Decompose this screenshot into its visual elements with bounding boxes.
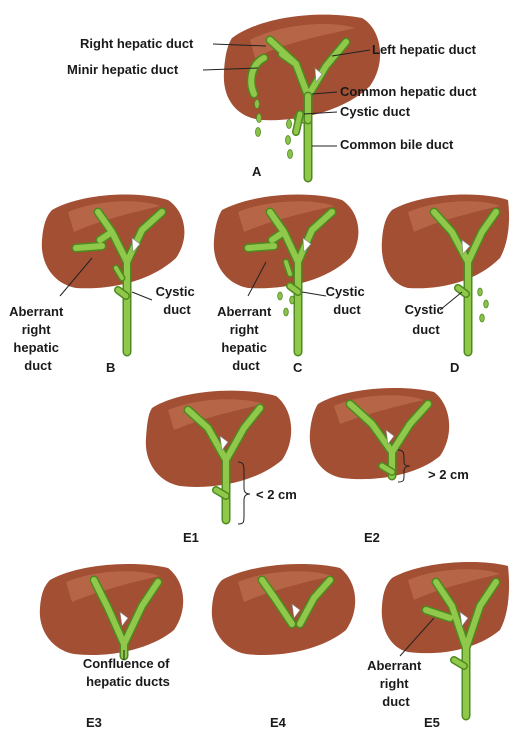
leader [302, 292, 326, 296]
panel-label-b: B [106, 360, 115, 375]
panel-e3: Confluence of hepatic ducts E3 [40, 564, 183, 730]
panel-a: Right hepatic duct Minir hepatic duct Le… [67, 15, 477, 179]
label-confluence-of-hepatic-ducts: Confluence of hepatic ducts [83, 656, 173, 689]
panel-label-e3: E3 [86, 715, 102, 730]
label-minir-hepatic-duct: Minir hepatic duct [67, 62, 179, 77]
panel-label-a: A [252, 164, 262, 179]
label-cystic-duct: Cystic duct [156, 284, 199, 317]
panel-label-d: D [450, 360, 459, 375]
panel-label-e2: E2 [364, 530, 380, 545]
panel-c: Aberrant right hepatic duct Cystic duct … [214, 195, 369, 375]
label-cystic-duct: Cystic duct [340, 104, 411, 119]
label-cystic-duct: Cystic duct [326, 284, 369, 317]
panel-label-e5: E5 [424, 715, 440, 730]
label-common-bile-duct: Common bile duct [340, 137, 454, 152]
panel-e2: > 2 cm E2 [310, 388, 469, 545]
label-common-hepatic-duct: Common hepatic duct [340, 84, 477, 99]
label-left-hepatic-duct: Left hepatic duct [372, 42, 477, 57]
panel-label-e4: E4 [270, 715, 287, 730]
label-measure-lt-2cm: < 2 cm [256, 487, 297, 502]
panel-label-e1: E1 [183, 530, 199, 545]
panel-e1: < 2 cm E1 [146, 391, 297, 545]
label-aberrant-right-hepatic-duct: Aberrant right hepatic duct [9, 304, 67, 373]
bile-drops [278, 292, 295, 316]
panel-e5: Aberrant right duct E5 [367, 562, 509, 730]
label-right-hepatic-duct: Right hepatic duct [80, 36, 194, 51]
label-measure-gt-2cm: > 2 cm [428, 467, 469, 482]
panel-label-c: C [293, 360, 303, 375]
label-aberrant-right-hepatic-duct: Aberrant right hepatic duct [217, 304, 275, 373]
panel-e4: E4 [212, 564, 355, 730]
label-aberrant-right-duct: Aberrant right duct [367, 658, 425, 709]
label-cystic-duct: Cystic duct [405, 302, 448, 337]
leader [132, 292, 152, 300]
bile-drops [478, 288, 489, 322]
panel-d: Cystic duct D [382, 195, 509, 375]
panel-b: Aberrant right hepatic duct Cystic duct … [9, 195, 198, 375]
